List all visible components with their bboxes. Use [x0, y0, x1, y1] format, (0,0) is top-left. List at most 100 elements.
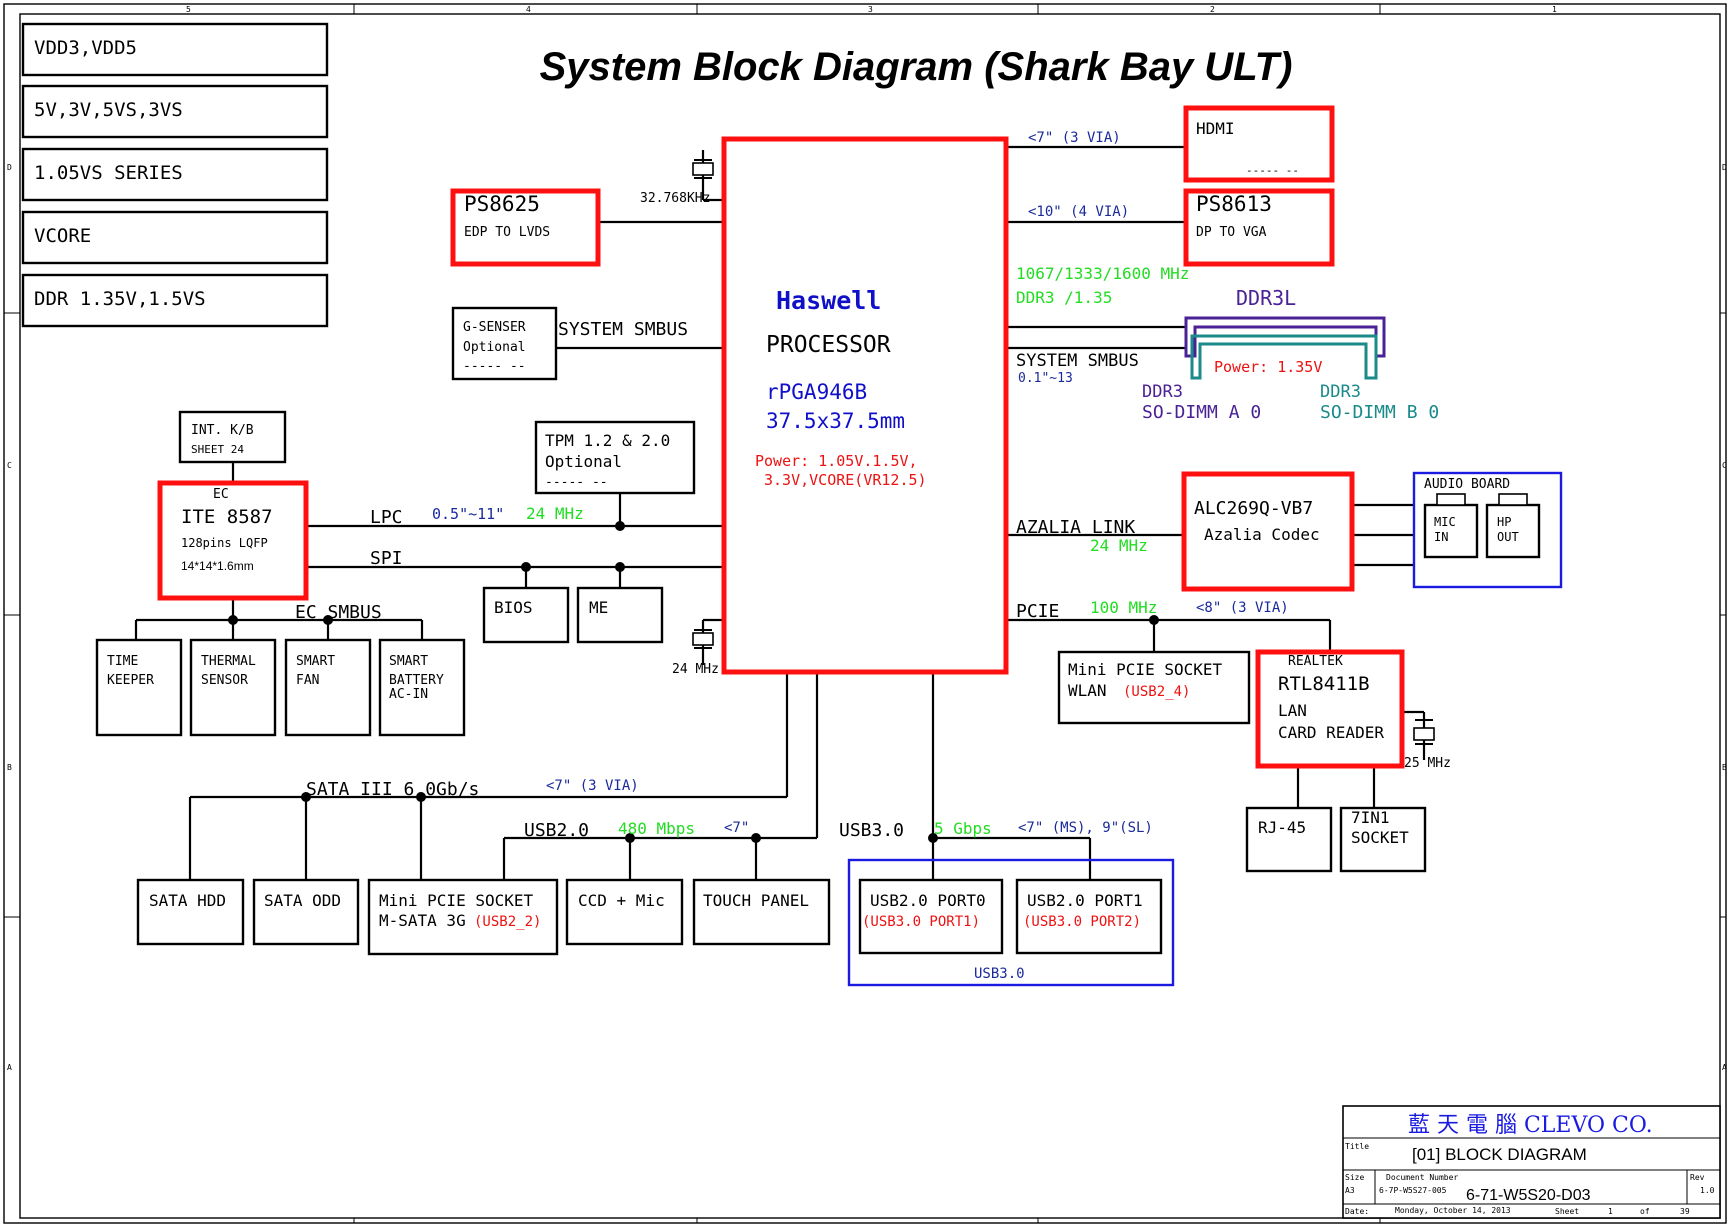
lan-chip: RTL8411B: [1278, 673, 1370, 695]
crystal-frequency-label: 24 MHz: [672, 662, 719, 677]
spi-label: SPI: [370, 548, 403, 569]
chip-name: PS8625: [464, 192, 540, 216]
tpm-block: TPM 1.2 & 2.0 Optional ----- --: [534, 420, 696, 495]
bios-label: BIOS: [494, 598, 533, 617]
usb3-speed: 5 Gbps: [934, 819, 992, 838]
card-socket-block: 7IN1 SOCKET: [1339, 806, 1427, 873]
usb-port-line: USB2.0 PORT1: [1027, 891, 1143, 910]
wlan-line: Mini PCIE SOCKET: [1068, 660, 1222, 679]
pcie-frequency: 100 MHz: [1090, 598, 1157, 617]
audio-board-title: AUDIO BOARD: [1424, 477, 1510, 492]
ddr-speed: 1067/1333/1600 MHz: [1016, 264, 1189, 283]
ec-name: ITE 8587: [181, 506, 273, 528]
processor-package: rPGA946B: [766, 380, 867, 404]
me-label: ME: [589, 598, 608, 617]
touch-panel-label: TOUCH PANEL: [703, 891, 809, 910]
row-label: C: [1722, 461, 1727, 470]
codec-description: Azalia Codec: [1204, 525, 1320, 544]
ec-block: EC ITE 8587 128pins LQFP 14*14*1.6mm: [157, 480, 309, 601]
sata-odd-label: SATA ODD: [264, 891, 341, 910]
gsensor-block: G-SENSER Optional ----- --: [451, 306, 558, 381]
keyboard-block: INT. K/B SHEET 24: [178, 410, 287, 464]
ec-device-smart-fan: SMART FAN: [284, 638, 372, 737]
usb-port-line: (USB3.0 PORT2): [1023, 914, 1141, 930]
revision-label: Rev: [1690, 1173, 1705, 1182]
chip-description: EDP TO LVDS: [464, 225, 550, 240]
column-label: 2: [1210, 5, 1215, 14]
ec-device-line: TIME: [107, 654, 138, 669]
gsensor-dash: ----- --: [463, 359, 526, 374]
column-label: 4: [526, 5, 531, 14]
usb3-group-label: USB3.0: [974, 966, 1025, 982]
ddr-slot-a-outline: [1184, 316, 1386, 358]
ec-device-smart-battery: SMART BATTERY AC-IN: [378, 638, 466, 737]
document-number-label: Document Number: [1386, 1173, 1458, 1182]
azalia-label: AZALIA LINK: [1016, 517, 1135, 538]
lpc-label: LPC: [370, 507, 403, 528]
pcie-label: PCIE: [1016, 601, 1059, 622]
ec-label: EC: [213, 487, 229, 502]
gsensor-label: G-SENSER: [463, 320, 526, 335]
card-socket-line: 7IN1: [1351, 808, 1390, 827]
usb3-group: USB3.0: [847, 858, 1175, 987]
ps8613-block: PS8613 DP TO VGA: [1183, 188, 1335, 267]
power-rail-label: VCORE: [34, 225, 91, 247]
ddr-slot-b-name: SO-DIMM B 0: [1320, 402, 1439, 423]
ec-device-line: THERMAL: [201, 654, 256, 669]
ddr-voltage: DDR3 /1.35: [1016, 288, 1112, 307]
lpc-length: 0.5"~11": [432, 505, 504, 523]
ddr-smbus-length: 0.1"~13: [1018, 371, 1073, 386]
lan-vendor: REALTEK: [1288, 654, 1343, 669]
title-block: 藍 天 電 腦 CLEVO CO. Title [01] BLOCK DIAGR…: [1342, 1105, 1721, 1219]
hdmi-block: HDMI ----- --: [1183, 105, 1335, 183]
crystal-frequency-label: 25 MHz: [1404, 756, 1451, 771]
diagram-title: System Block Diagram (Shark Bay ULT): [540, 45, 1293, 89]
crystal-top: 32.768KHz: [640, 150, 714, 206]
mic-in-label: MIC: [1434, 515, 1456, 529]
touch-panel-block: TOUCH PANEL: [692, 878, 831, 946]
column-label: 3: [868, 5, 873, 14]
tpm-dash: ----- --: [545, 475, 608, 490]
ccd-block: CCD + Mic: [565, 878, 684, 946]
ddr-power: Power: 1.35V: [1214, 358, 1322, 376]
ec-device-line: SMART: [296, 654, 335, 669]
tpm-option: Optional: [545, 452, 622, 471]
card-socket-line: SOCKET: [1351, 828, 1409, 847]
ps8613-route: <10" (4 VIA): [1028, 204, 1129, 220]
row-label: D: [1722, 163, 1727, 172]
sheet-label: Sheet: [1555, 1207, 1579, 1216]
rj45-label: RJ-45: [1258, 818, 1306, 837]
ddr-title: DDR3L: [1236, 286, 1296, 310]
of-label: of: [1640, 1207, 1650, 1216]
processor-name: Haswell: [776, 286, 881, 315]
ec-smbus-label: EC SMBUS: [295, 602, 382, 623]
hdmi-route: <7" (3 VIA): [1028, 130, 1121, 146]
ec-device-line: SENSOR: [201, 673, 248, 688]
codec-block: ALC269Q-VB7 Azalia Codec: [1181, 471, 1355, 592]
hdmi-dash: ----- --: [1246, 164, 1299, 177]
date-label: Date:: [1345, 1207, 1369, 1216]
revision-value: 1.0: [1700, 1186, 1715, 1195]
ec-device-line: FAN: [296, 673, 319, 688]
usb-port1-block: USB2.0 PORT1 (USB3.0 PORT2): [1015, 878, 1163, 955]
power-rail-label: VDD3,VDD5: [34, 37, 137, 59]
column-label: 1: [1552, 5, 1557, 14]
sata-hdd-label: SATA HDD: [149, 891, 226, 910]
ec-device-time-keeper: TIME KEEPER: [95, 638, 183, 737]
company-name: 藍 天 電 腦 CLEVO CO.: [1408, 1113, 1653, 1138]
size-label: Size: [1345, 1173, 1364, 1182]
row-label: A: [1722, 1063, 1727, 1072]
msata-line: M-SATA 3G: [379, 911, 466, 930]
row-label: B: [1722, 763, 1727, 772]
ccd-label: CCD + Mic: [578, 891, 665, 910]
ddr-slot-a-name: SO-DIMM A 0: [1142, 402, 1261, 423]
keyboard-label: INT. K/B: [191, 423, 254, 438]
usb-port0-block: USB2.0 PORT0 (USB3.0 PORT1): [858, 878, 1004, 955]
hp-out-label: OUT: [1497, 530, 1519, 544]
hdmi-label: HDMI: [1196, 119, 1235, 138]
bios-block: BIOS: [482, 586, 570, 644]
codec-name: ALC269Q-VB7: [1194, 498, 1313, 519]
system-smbus-label: SYSTEM SMBUS: [558, 319, 688, 340]
msata-socket-block: Mini PCIE SOCKET M-SATA 3G (USB2_2): [367, 878, 559, 956]
processor-power: 3.3V,VCORE(VR12.5): [764, 471, 927, 489]
